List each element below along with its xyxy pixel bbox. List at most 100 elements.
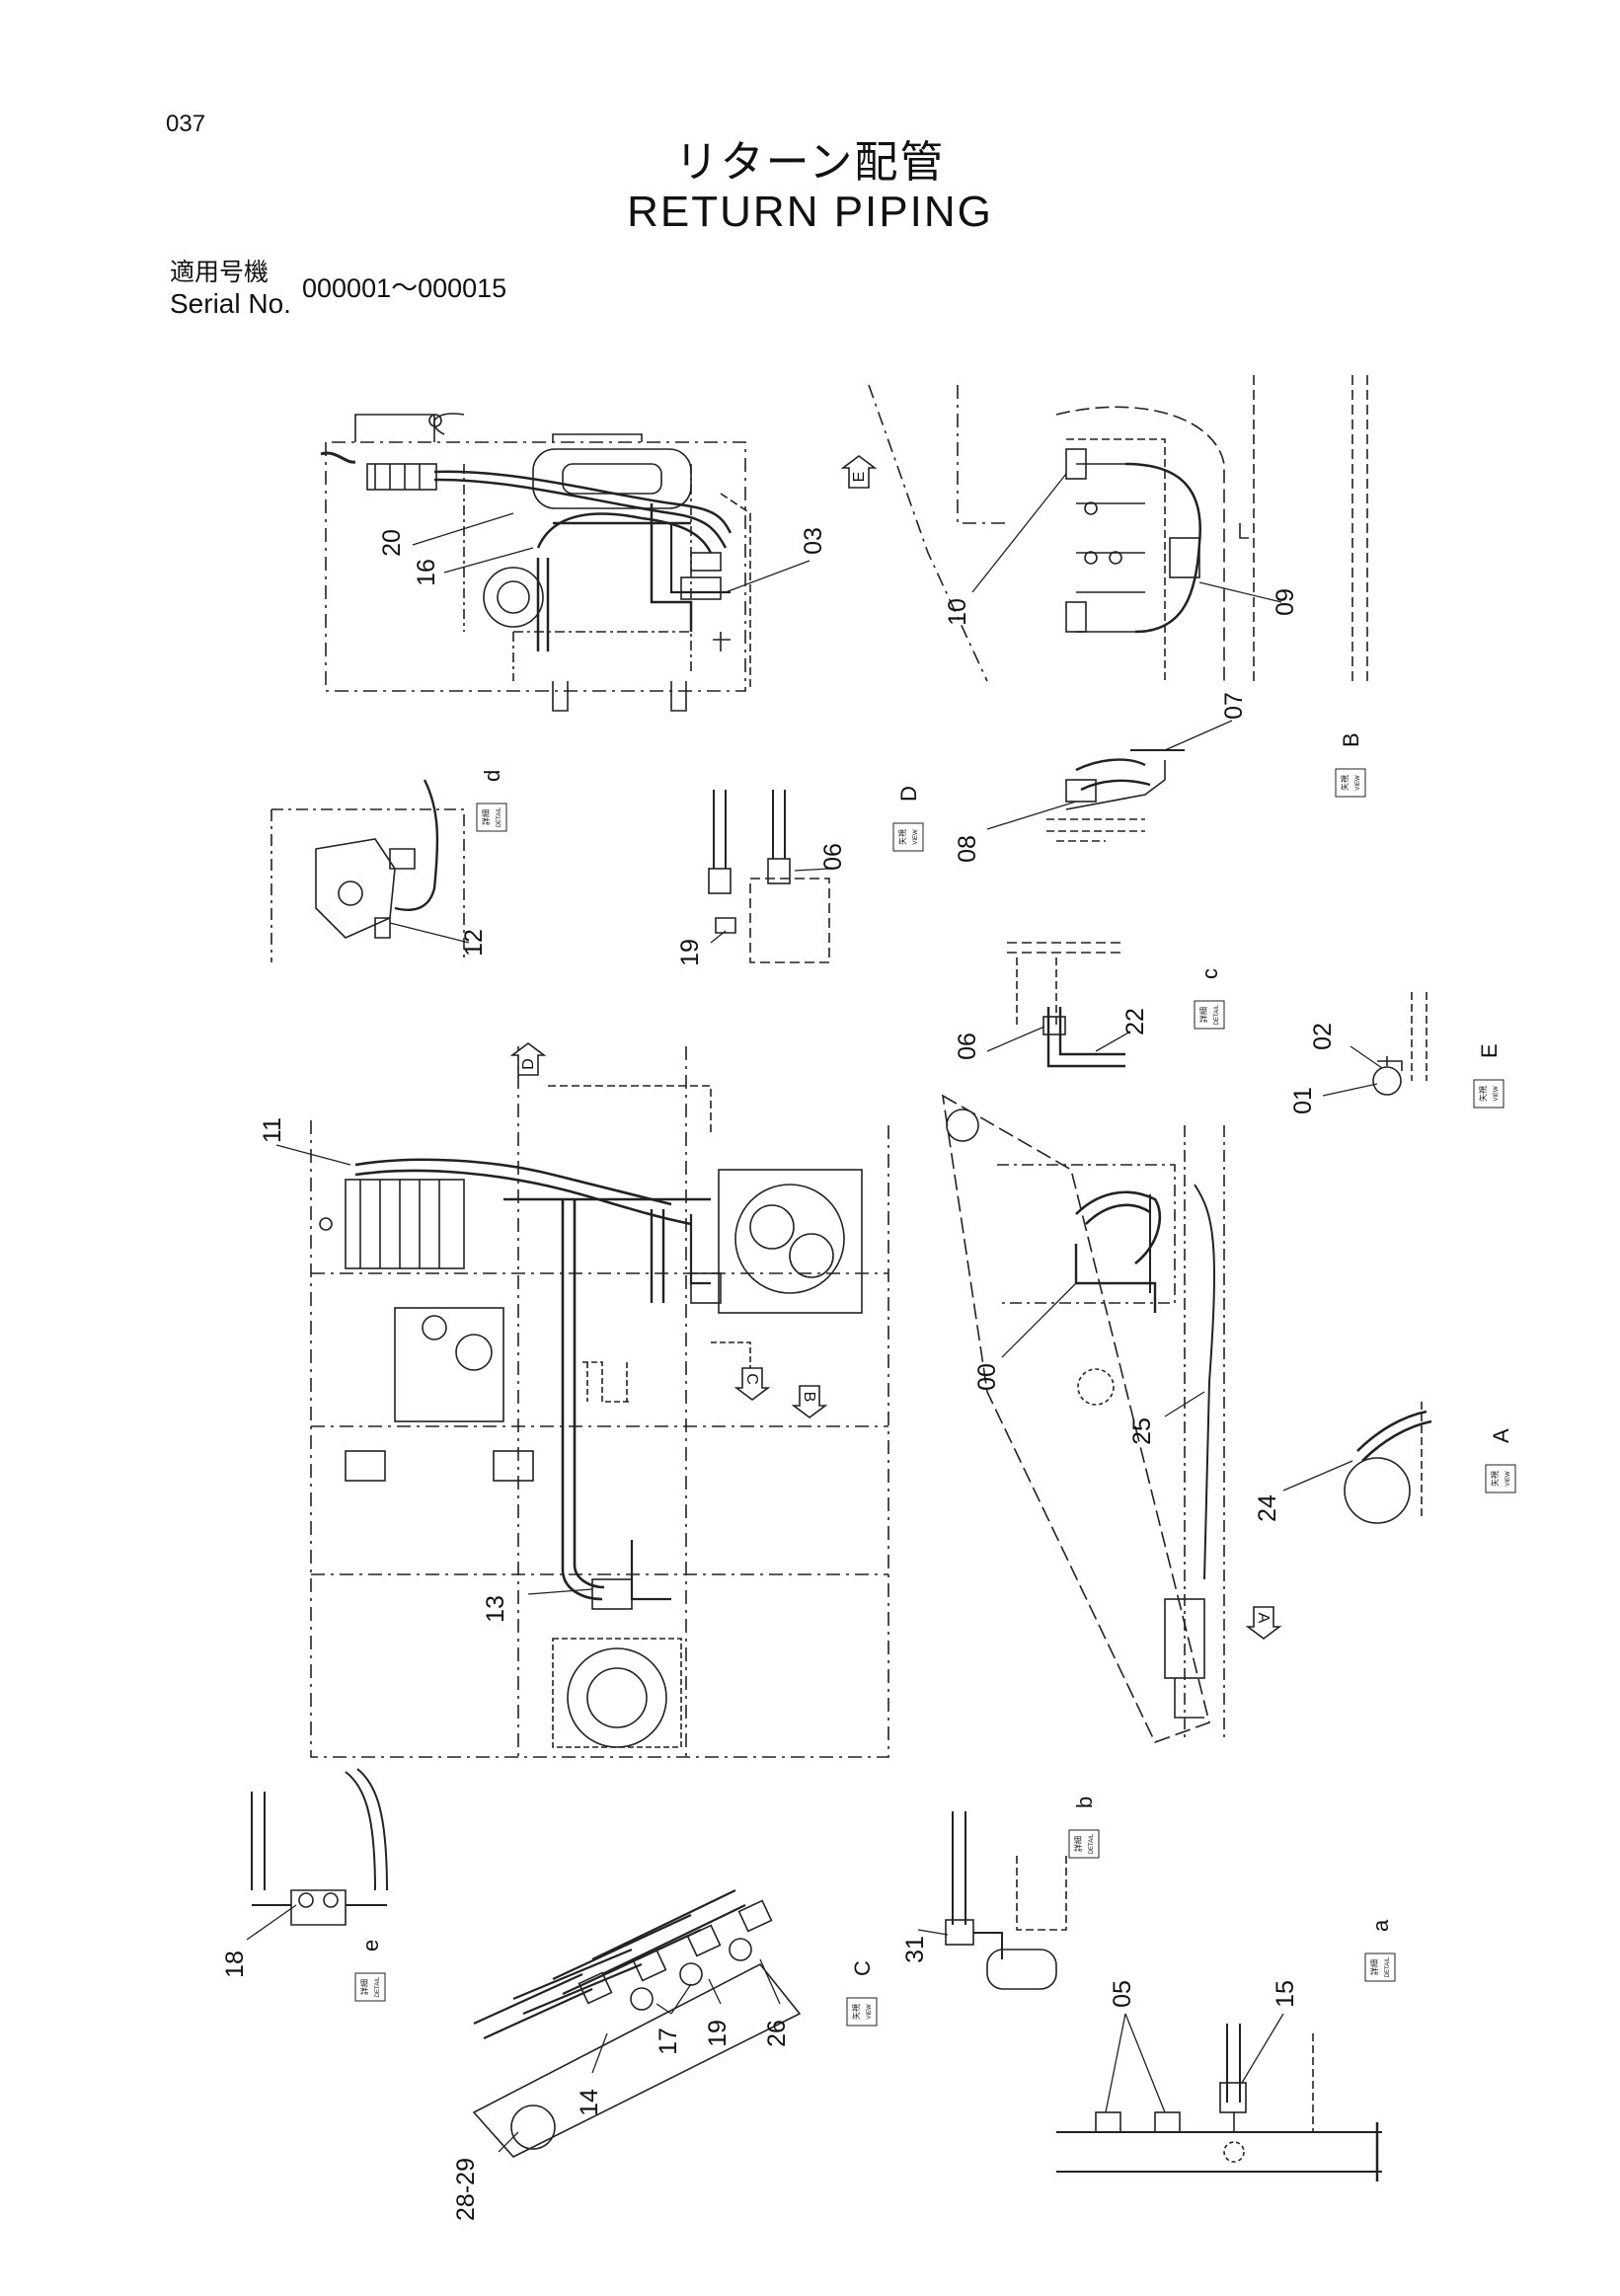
svg-text:矢視: 矢視	[1478, 1086, 1488, 1102]
svg-text:A: A	[1489, 1428, 1513, 1443]
callout-16: 16	[413, 559, 440, 586]
callout-26: 26	[763, 2020, 791, 2047]
callout-18: 18	[221, 1951, 249, 1978]
upper-structure-view	[320, 413, 751, 712]
svg-text:DETAIL: DETAIL	[1089, 1833, 1095, 1854]
callout-01: 01	[1289, 1087, 1317, 1114]
title-japanese: リターン配管	[674, 137, 946, 188]
svg-text:a: a	[1368, 1919, 1393, 1932]
view-tag-a: 矢視 VIEW A	[1485, 1428, 1516, 1493]
callout-00: 00	[973, 1363, 1001, 1391]
main-plan-view	[310, 1046, 889, 1758]
view-arrows: E D C B A	[509, 455, 1282, 1640]
callout-19: 19	[676, 939, 704, 966]
svg-text:矢視: 矢視	[897, 829, 907, 845]
view-tags: 詳細 DETAIL d 矢視 VIEW D 矢視 VIEW B 詳細 DETAI…	[354, 732, 1516, 2027]
callout-03: 03	[800, 527, 827, 555]
callout-13: 13	[482, 1595, 509, 1623]
view-tag-b: 矢視 VIEW B	[1335, 732, 1366, 798]
svg-text:DETAIL: DETAIL	[375, 1976, 381, 1997]
callout-10: 10	[944, 598, 971, 626]
view-c-drawing	[472, 1889, 802, 2158]
callout-31: 31	[901, 1936, 929, 1963]
svg-text:VIEW: VIEW	[867, 2004, 873, 2020]
svg-text:e: e	[358, 1940, 383, 1952]
view-tag-d: 矢視 VIEW D	[892, 786, 924, 852]
detail-tag-e: 詳細 DETAIL e	[354, 1940, 386, 2002]
view-a-drawing	[1344, 1402, 1432, 1524]
detail-b-drawing	[945, 1811, 1067, 1990]
view-arrow-a-letter: A	[1255, 1613, 1272, 1624]
detail-tag-d: 詳細 DETAIL d	[476, 770, 507, 832]
svg-text:b: b	[1072, 1797, 1097, 1808]
svg-text:VIEW: VIEW	[1494, 1086, 1500, 1102]
callout-15: 15	[1272, 1980, 1299, 2008]
svg-text:DETAIL: DETAIL	[1385, 1956, 1391, 1977]
svg-text:D: D	[896, 786, 921, 802]
callout-22: 22	[1121, 1008, 1149, 1035]
callout-14: 14	[576, 2089, 603, 2116]
view-d-drawing	[708, 790, 830, 963]
view-arrow-d: D	[509, 1042, 547, 1076]
view-tag-e: 矢視 VIEW E	[1473, 1043, 1504, 1109]
svg-text:DETAIL: DETAIL	[1214, 1004, 1220, 1025]
detail-tag-c: 詳細 DETAIL c	[1194, 968, 1225, 1030]
view-tag-c: 矢視 VIEW C	[846, 1960, 878, 2027]
callout-02: 02	[1309, 1023, 1337, 1050]
callout-25: 25	[1128, 1417, 1156, 1445]
view-arrow-a: A	[1245, 1606, 1282, 1640]
svg-text:矢視: 矢視	[851, 2004, 861, 2020]
callout-20: 20	[378, 529, 406, 557]
callout-11: 11	[259, 1117, 286, 1143]
view-e-drawing	[1372, 992, 1427, 1096]
svg-text:B: B	[1339, 732, 1363, 747]
title-english: RETURN PIPING	[627, 188, 993, 236]
callout-19b: 19	[704, 2020, 732, 2047]
svg-text:詳細: 詳細	[1073, 1836, 1083, 1852]
view-arrow-c: C	[733, 1367, 771, 1401]
view-arrow-b-letter: B	[801, 1392, 817, 1403]
svg-text:VIEW: VIEW	[913, 829, 919, 845]
svg-text:詳細: 詳細	[481, 809, 491, 825]
callout-06b: 06	[954, 1033, 981, 1060]
detail-c-drawing	[1007, 942, 1125, 1068]
svg-text:詳細: 詳細	[1198, 1007, 1208, 1023]
callout-05: 05	[1109, 1980, 1136, 2008]
detail-d-drawing	[270, 779, 465, 962]
view-arrow-e: E	[840, 455, 878, 489]
view-b-fitting-detail	[1046, 749, 1185, 842]
part-callouts: 20 16 03 10 09 07 08 06 19 12 22 06 02 0…	[221, 527, 1337, 2221]
detail-tag-a: 詳細 DETAIL a	[1364, 1919, 1396, 1982]
page-number: 037	[166, 111, 206, 137]
callout-08: 08	[954, 835, 981, 863]
svg-text:E: E	[1477, 1043, 1502, 1058]
detail-tag-b: 詳細 DETAIL b	[1068, 1797, 1100, 1859]
view-arrow-d-letter: D	[520, 1058, 537, 1070]
svg-text:DETAIL: DETAIL	[497, 806, 502, 827]
callout-12: 12	[460, 929, 488, 957]
svg-text:c: c	[1197, 968, 1222, 979]
view-arrow-c-letter: C	[743, 1373, 760, 1385]
serial-label-japanese: 適用号機	[170, 258, 270, 286]
serial-range: 000001～000015	[302, 273, 507, 303]
svg-text:詳細: 詳細	[359, 1979, 369, 1995]
svg-text:VIEW: VIEW	[1355, 775, 1361, 791]
callout-06: 06	[819, 843, 847, 871]
svg-text:詳細: 詳細	[1369, 1959, 1379, 1975]
svg-text:矢視: 矢視	[1340, 775, 1350, 791]
callout-07: 07	[1220, 692, 1248, 720]
view-arrow-e-letter: E	[851, 472, 868, 483]
boom-side-view	[941, 1094, 1225, 1743]
callout-09: 09	[1272, 588, 1299, 616]
detail-a-drawing	[1056, 2024, 1382, 2181]
svg-text:VIEW: VIEW	[1505, 1471, 1511, 1487]
leader-lines	[246, 473, 1383, 2153]
svg-text:C: C	[850, 1960, 875, 1976]
view-b-drawing	[868, 375, 1368, 682]
callout-28-29: 28-29	[452, 2158, 480, 2221]
svg-text:矢視: 矢視	[1490, 1471, 1500, 1487]
svg-text:d: d	[480, 770, 504, 782]
serial-label-english: Serial No.	[170, 288, 291, 319]
